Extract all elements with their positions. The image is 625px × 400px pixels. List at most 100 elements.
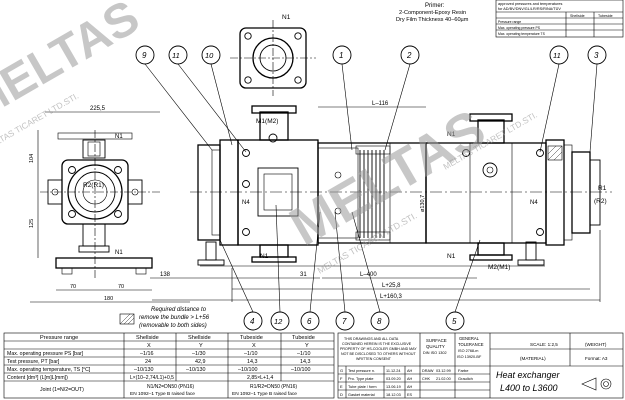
- spec-table: Pressure range Shellside Shellside Tubes…: [3, 332, 335, 399]
- label-r2r1: R2(R1): [83, 182, 104, 189]
- rev-e-text: Tube plate / form: [348, 385, 377, 389]
- spec-r2-c4: –10/100: [291, 367, 311, 373]
- dim-l258: L+25,8: [382, 283, 401, 289]
- rev-e-date: 13.06.19: [386, 385, 401, 389]
- svg-text:4: 4: [250, 317, 255, 326]
- label-n1-left: N1: [115, 134, 123, 140]
- balloon-2: 2: [384, 45, 420, 151]
- drawn-date: 03.12.99: [436, 369, 451, 373]
- primer-line1: 2-Component-Epoxy Resin: [399, 10, 466, 16]
- spec-r1-c1: 24: [145, 359, 151, 365]
- spec-h3: Tubeside: [240, 335, 263, 341]
- conf-4: NOT BE DISCLOSED TO OTHERS WITHOUT: [341, 352, 416, 356]
- conf-5: WRITTEN CONSENT: [356, 357, 392, 361]
- farbe-label: Farbe: [458, 368, 469, 373]
- label-m2m1: M2(M1): [488, 264, 510, 271]
- spec-r3-c3: 2,85×L+1,4: [247, 375, 273, 381]
- rev-e-by: AH: [407, 385, 413, 389]
- label-r2: (R2): [594, 198, 607, 205]
- spec-r2-c1: –10/130: [134, 367, 154, 373]
- approval-line1: approved pressures and temperatures: [498, 2, 562, 6]
- spec-sub4: Y: [305, 343, 309, 349]
- spec-r2-c3: –10/100: [238, 367, 258, 373]
- dim-l116: L–116: [372, 101, 389, 107]
- label-n4-left: N4: [242, 200, 250, 206]
- dim-31: 31: [300, 272, 307, 278]
- rev-g-by: AH: [407, 369, 413, 373]
- dim-180: 180: [104, 296, 113, 302]
- label-n1-mid-bottom: N1: [260, 253, 269, 260]
- weight: (WEIGHT): [585, 342, 607, 347]
- spec-joint-shell2: EN 1092–1 Type B raised face: [130, 391, 195, 397]
- spec-h0: Pressure range: [40, 335, 78, 341]
- svg-text:6: 6: [307, 317, 312, 326]
- farbe-value: Graulich: [458, 376, 473, 381]
- rev-d: D: [340, 392, 343, 397]
- checked-date: 21.02.00: [436, 377, 451, 381]
- spec-r0-c4: –1/10: [297, 351, 311, 357]
- primer-title: Primer:: [425, 3, 445, 9]
- conf-3: PROPERTY OF HS-COOLER GMBH AND MAY: [340, 347, 417, 351]
- surface-title: SURFACE: [426, 338, 447, 343]
- rev-e: E: [340, 384, 343, 389]
- surface-sub2: DIN ISO 1302: [423, 351, 447, 355]
- drawn-label: DRAW: [422, 369, 434, 373]
- material: (MATERIAL): [520, 356, 546, 361]
- label-n1-left-bottom: N1: [115, 250, 123, 256]
- title-main: Heat exchanger: [496, 370, 561, 380]
- svg-text:9: 9: [142, 51, 147, 60]
- tol-title: GENERAL: [459, 336, 480, 341]
- primer-line2: Dry Film Thickness 40–60µm: [396, 17, 469, 23]
- removal-line2: remove the bundle > L+56: [139, 315, 210, 321]
- spec-r1-label: Test pressure, PT [bar]: [7, 359, 60, 365]
- label-n1-right-top: N1: [447, 131, 456, 138]
- tol-sub3: ISO 13920-BF: [457, 355, 482, 359]
- watermark: MELTAS MELTAS TICARET LTD.STI. MELTAS ME…: [0, 0, 539, 276]
- rev-g: G: [340, 368, 343, 373]
- balloon-8: 8: [351, 211, 390, 331]
- approval-box: approved pressures and temperatures for …: [495, 0, 624, 38]
- title-sub: L400 to L3600: [500, 383, 558, 393]
- balloon-5: 5: [445, 239, 481, 331]
- approval-row-3: Max. operating temperature TS: [498, 32, 546, 36]
- spec-joint-tube2: EN 1092–1 Type B raised face: [232, 391, 297, 397]
- balloon-10: 10: [201, 45, 233, 146]
- balloon-7: 7: [334, 211, 355, 331]
- rev-f: F: [340, 376, 343, 381]
- balloon-11b: 11: [539, 45, 569, 153]
- removal-line3: (removable to both sides): [139, 323, 207, 329]
- balloon-9: 9: [135, 45, 213, 151]
- hatched-section: [547, 145, 563, 161]
- svg-text:11: 11: [172, 51, 180, 60]
- label-m1m2: M1(M2): [256, 118, 278, 125]
- spec-h4: Tubeside: [292, 335, 315, 341]
- checked-label: CHK: [422, 377, 430, 381]
- conf-1: THIS DRAWINGS AND ALL DATA: [344, 337, 399, 341]
- side-dimensions: L–116 138 31 L–400 L+25,8 L+160,3: [150, 101, 601, 302]
- tol-sub1: TOLERANCE: [458, 342, 484, 347]
- removal-note: Required distance to remove the bundle >…: [119, 307, 210, 329]
- removal-line1: Required distance to: [151, 307, 207, 313]
- approval-col-shell: Shellside: [570, 14, 585, 18]
- balloon-12: 12: [270, 204, 290, 331]
- dim-70b: 70: [118, 284, 124, 290]
- approval-col-tube: Tubeside: [598, 14, 613, 18]
- svg-text:1: 1: [339, 51, 343, 60]
- left-dimensions: 225,5 104 125 70 70 180: [29, 106, 190, 303]
- spec-r0-label: Max. operating pressure PS [bar]: [7, 351, 84, 357]
- label-r1: R1: [598, 185, 607, 192]
- svg-text:11: 11: [553, 51, 561, 60]
- rev-f-text: Pro. Type plate: [348, 377, 373, 381]
- approval-line2: for AD/BV/DNV/GL/LR/RS/RINA/TÜV: [498, 7, 561, 11]
- balloon-6: 6: [300, 211, 321, 331]
- side-view: [190, 20, 612, 267]
- svg-text:7: 7: [342, 317, 347, 326]
- dim-104: 104: [29, 154, 35, 163]
- spec-joint-label: Joint (1=N/2=OUT): [40, 387, 84, 393]
- dim-225: 225,5: [90, 106, 106, 112]
- rev-g-text: Test pressure n.: [348, 369, 375, 373]
- svg-text:8: 8: [377, 317, 382, 326]
- rev-f-by: AH: [407, 377, 413, 381]
- rev-d-date: 18.12.03: [386, 393, 401, 397]
